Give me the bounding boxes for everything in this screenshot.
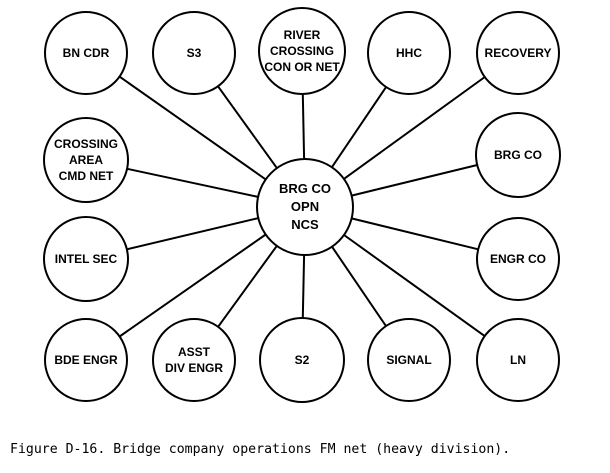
node-label-intel-sec-0: INTEL SEC [55,252,118,266]
node-engr-co: ENGR CO [476,217,560,301]
node-label-hhc-0: HHC [396,46,422,60]
node-label-river-crossing-2: CON OR NET [264,60,340,74]
node-label-asst-div-engr-0: ASST [178,345,211,359]
link-recovery [342,76,486,180]
node-circle-crossing-area [43,117,129,203]
node-label-ln-0: LN [510,353,526,367]
link-bn-cdr [118,75,267,181]
nodes-group: BN CDR S3 RIVER CROSSING CON OR NET HHC RECOVE… [43,7,561,403]
node-hhc: HHC [367,11,451,95]
link-signal [331,245,387,328]
node-label-bde-engr-0: BDE ENGR [54,353,118,367]
node-circle-engr-co [476,217,560,301]
node-recovery: RECOVERY [476,11,560,95]
node-brg-co: BRG CO [475,112,561,198]
node-label-signal-0: SIGNAL [386,353,431,367]
link-engr-co [350,217,480,251]
links-group [118,75,486,338]
link-asst-div-engr [217,244,278,328]
node-circle-s3 [152,11,236,95]
node-center: BRG CO OPN NCS [256,158,354,256]
figure-caption: Figure D-16. Bridge company operations F… [10,442,511,457]
node-bde-engr: BDE ENGR [44,318,128,402]
link-brg-co [350,164,479,197]
node-label-s2-0: S2 [295,353,310,367]
node-circle-s2 [259,317,345,403]
node-circle-signal [367,318,451,402]
link-hhc [330,86,388,169]
node-label-s3-0: S3 [187,46,202,60]
node-circle-recovery [476,11,560,95]
link-crossing-area [126,167,260,198]
node-crossing-area: CROSSING AREA CMD NET [43,117,129,203]
node-circle-center [256,158,354,256]
node-bn-cdr: BN CDR [44,11,128,95]
node-label-center-0: BRG CO [279,181,331,196]
node-label-asst-div-engr-1: DIV ENGR [165,361,223,375]
node-label-center-1: OPN [291,199,319,214]
node-label-recovery-0: RECOVERY [485,46,552,60]
node-label-crossing-area-1: AREA [69,153,103,167]
node-ln: LN [476,318,560,402]
node-circle-brg-co [475,112,561,198]
node-label-center-2: NCS [291,217,319,232]
node-circle-hhc [367,11,451,95]
link-s2 [301,254,306,319]
node-label-engr-co-0: ENGR CO [490,252,546,266]
link-s3 [217,85,278,170]
node-s2: S2 [259,317,345,403]
node-label-river-crossing-0: RIVER [284,28,321,42]
node-s3: S3 [152,11,236,95]
node-label-crossing-area-2: CMD NET [59,169,114,183]
node-river-crossing: RIVER CROSSING CON OR NET [258,7,346,95]
node-asst-div-engr: ASST DIV ENGR [152,318,236,402]
node-circle-ln [476,318,560,402]
node-label-bn-cdr-0: BN CDR [63,46,110,60]
link-ln [343,234,486,338]
link-bde-engr [118,233,267,338]
node-circle-river-crossing [258,7,346,95]
node-circle-intel-sec [43,216,129,302]
node-intel-sec: INTEL SEC [43,216,129,302]
node-label-brg-co-0: BRG CO [494,148,542,162]
link-river-crossing [301,93,306,160]
node-circle-bde-engr [44,318,128,402]
node-label-river-crossing-1: CROSSING [270,44,334,58]
link-intel-sec [125,217,260,251]
node-label-crossing-area-0: CROSSING [54,137,118,151]
node-circle-asst-div-engr [152,318,236,402]
node-signal: SIGNAL [367,318,451,402]
node-circle-bn-cdr [44,11,128,95]
